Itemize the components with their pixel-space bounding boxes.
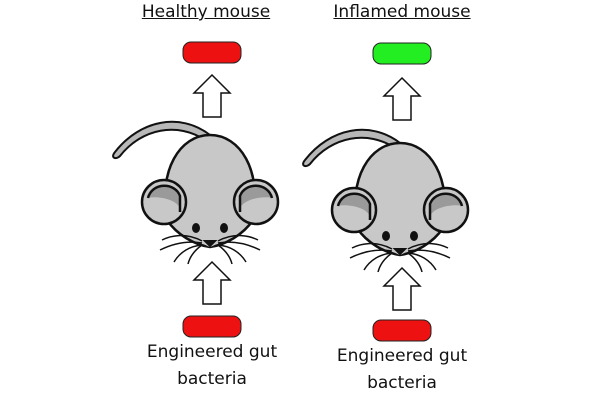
up-arrow-icon xyxy=(193,74,231,118)
input-bacteria-pill xyxy=(372,319,432,342)
healthy-title: Healthy mouse xyxy=(141,2,271,22)
healthy-caption: Engineered gut bacteria xyxy=(147,339,277,393)
inflamed-title: Inflamed mouse xyxy=(333,2,471,22)
up-arrow-icon xyxy=(383,267,421,311)
caption-line: Engineered gut xyxy=(336,346,468,366)
input-bacteria-pill xyxy=(182,315,242,338)
inflamed-panel xyxy=(301,42,470,342)
healthy-panel xyxy=(111,41,280,338)
output-bacteria-pill xyxy=(372,42,432,65)
caption-line: bacteria xyxy=(367,373,437,393)
up-arrow-icon xyxy=(193,261,231,305)
output-bacteria-pill xyxy=(182,41,242,64)
mouse-icon xyxy=(111,120,280,266)
up-arrow-icon xyxy=(383,77,421,121)
inflamed-caption: Engineered gut bacteria xyxy=(337,343,467,397)
caption-line: bacteria xyxy=(177,369,247,389)
caption-line: Engineered gut xyxy=(146,342,278,362)
mouse-icon xyxy=(301,128,470,274)
